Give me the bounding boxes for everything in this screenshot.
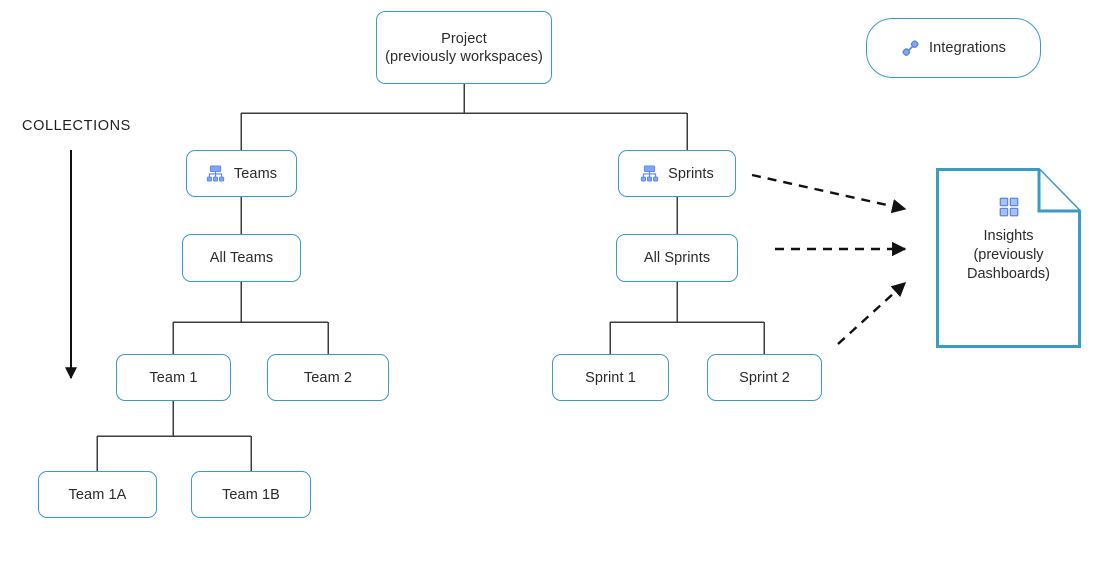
node-all-teams-label: All Teams bbox=[209, 250, 274, 266]
node-sprint-2-label: Sprint 2 bbox=[739, 369, 790, 386]
hierarchy-icon bbox=[206, 164, 225, 183]
node-sprint-1[interactable]: Sprint 1 bbox=[552, 354, 669, 401]
node-sprint-2[interactable]: Sprint 2 bbox=[707, 354, 822, 401]
node-insights[interactable]: Insights (previously Dashboards) bbox=[936, 168, 1081, 348]
node-sprints[interactable]: Sprints bbox=[618, 150, 736, 197]
node-all-sprints-label: All Sprints bbox=[643, 250, 711, 266]
node-project-label: Project (previously workspaces) bbox=[385, 30, 543, 65]
node-team-1a[interactable]: Team 1A bbox=[38, 471, 157, 518]
node-integrations[interactable]: Integrations bbox=[866, 18, 1041, 78]
dashboard-grid-icon bbox=[998, 196, 1020, 218]
node-sprint-1-label: Sprint 1 bbox=[585, 369, 636, 386]
link-icon bbox=[901, 39, 920, 58]
node-team-1-label: Team 1 bbox=[149, 369, 198, 386]
node-teams-label: Teams bbox=[233, 165, 278, 182]
hierarchy-icon bbox=[640, 164, 659, 183]
node-team-2[interactable]: Team 2 bbox=[267, 354, 389, 401]
document-shape bbox=[936, 168, 1081, 348]
collections-annotation-label: COLLECTIONS bbox=[22, 118, 131, 134]
edge-sprint2-insights-dashed bbox=[837, 282, 907, 345]
node-teams[interactable]: Teams bbox=[186, 150, 297, 197]
node-integrations-label: Integrations bbox=[929, 40, 1006, 56]
node-team-1[interactable]: Team 1 bbox=[116, 354, 231, 401]
node-all-sprints[interactable]: All Sprints bbox=[616, 234, 738, 282]
node-team-2-label: Team 2 bbox=[303, 369, 353, 386]
edge-sprints-insights-dashed bbox=[751, 173, 907, 214]
node-team-1b[interactable]: Team 1B bbox=[191, 471, 311, 518]
node-project[interactable]: Project (previously workspaces) bbox=[376, 11, 552, 84]
node-insights-label: Insights (previously Dashboards) bbox=[966, 228, 1050, 282]
node-team-1b-label: Team 1B bbox=[222, 486, 280, 503]
node-sprints-label: Sprints bbox=[668, 165, 714, 182]
node-all-teams[interactable]: All Teams bbox=[182, 234, 301, 282]
node-team-1a-label: Team 1A bbox=[68, 486, 127, 503]
